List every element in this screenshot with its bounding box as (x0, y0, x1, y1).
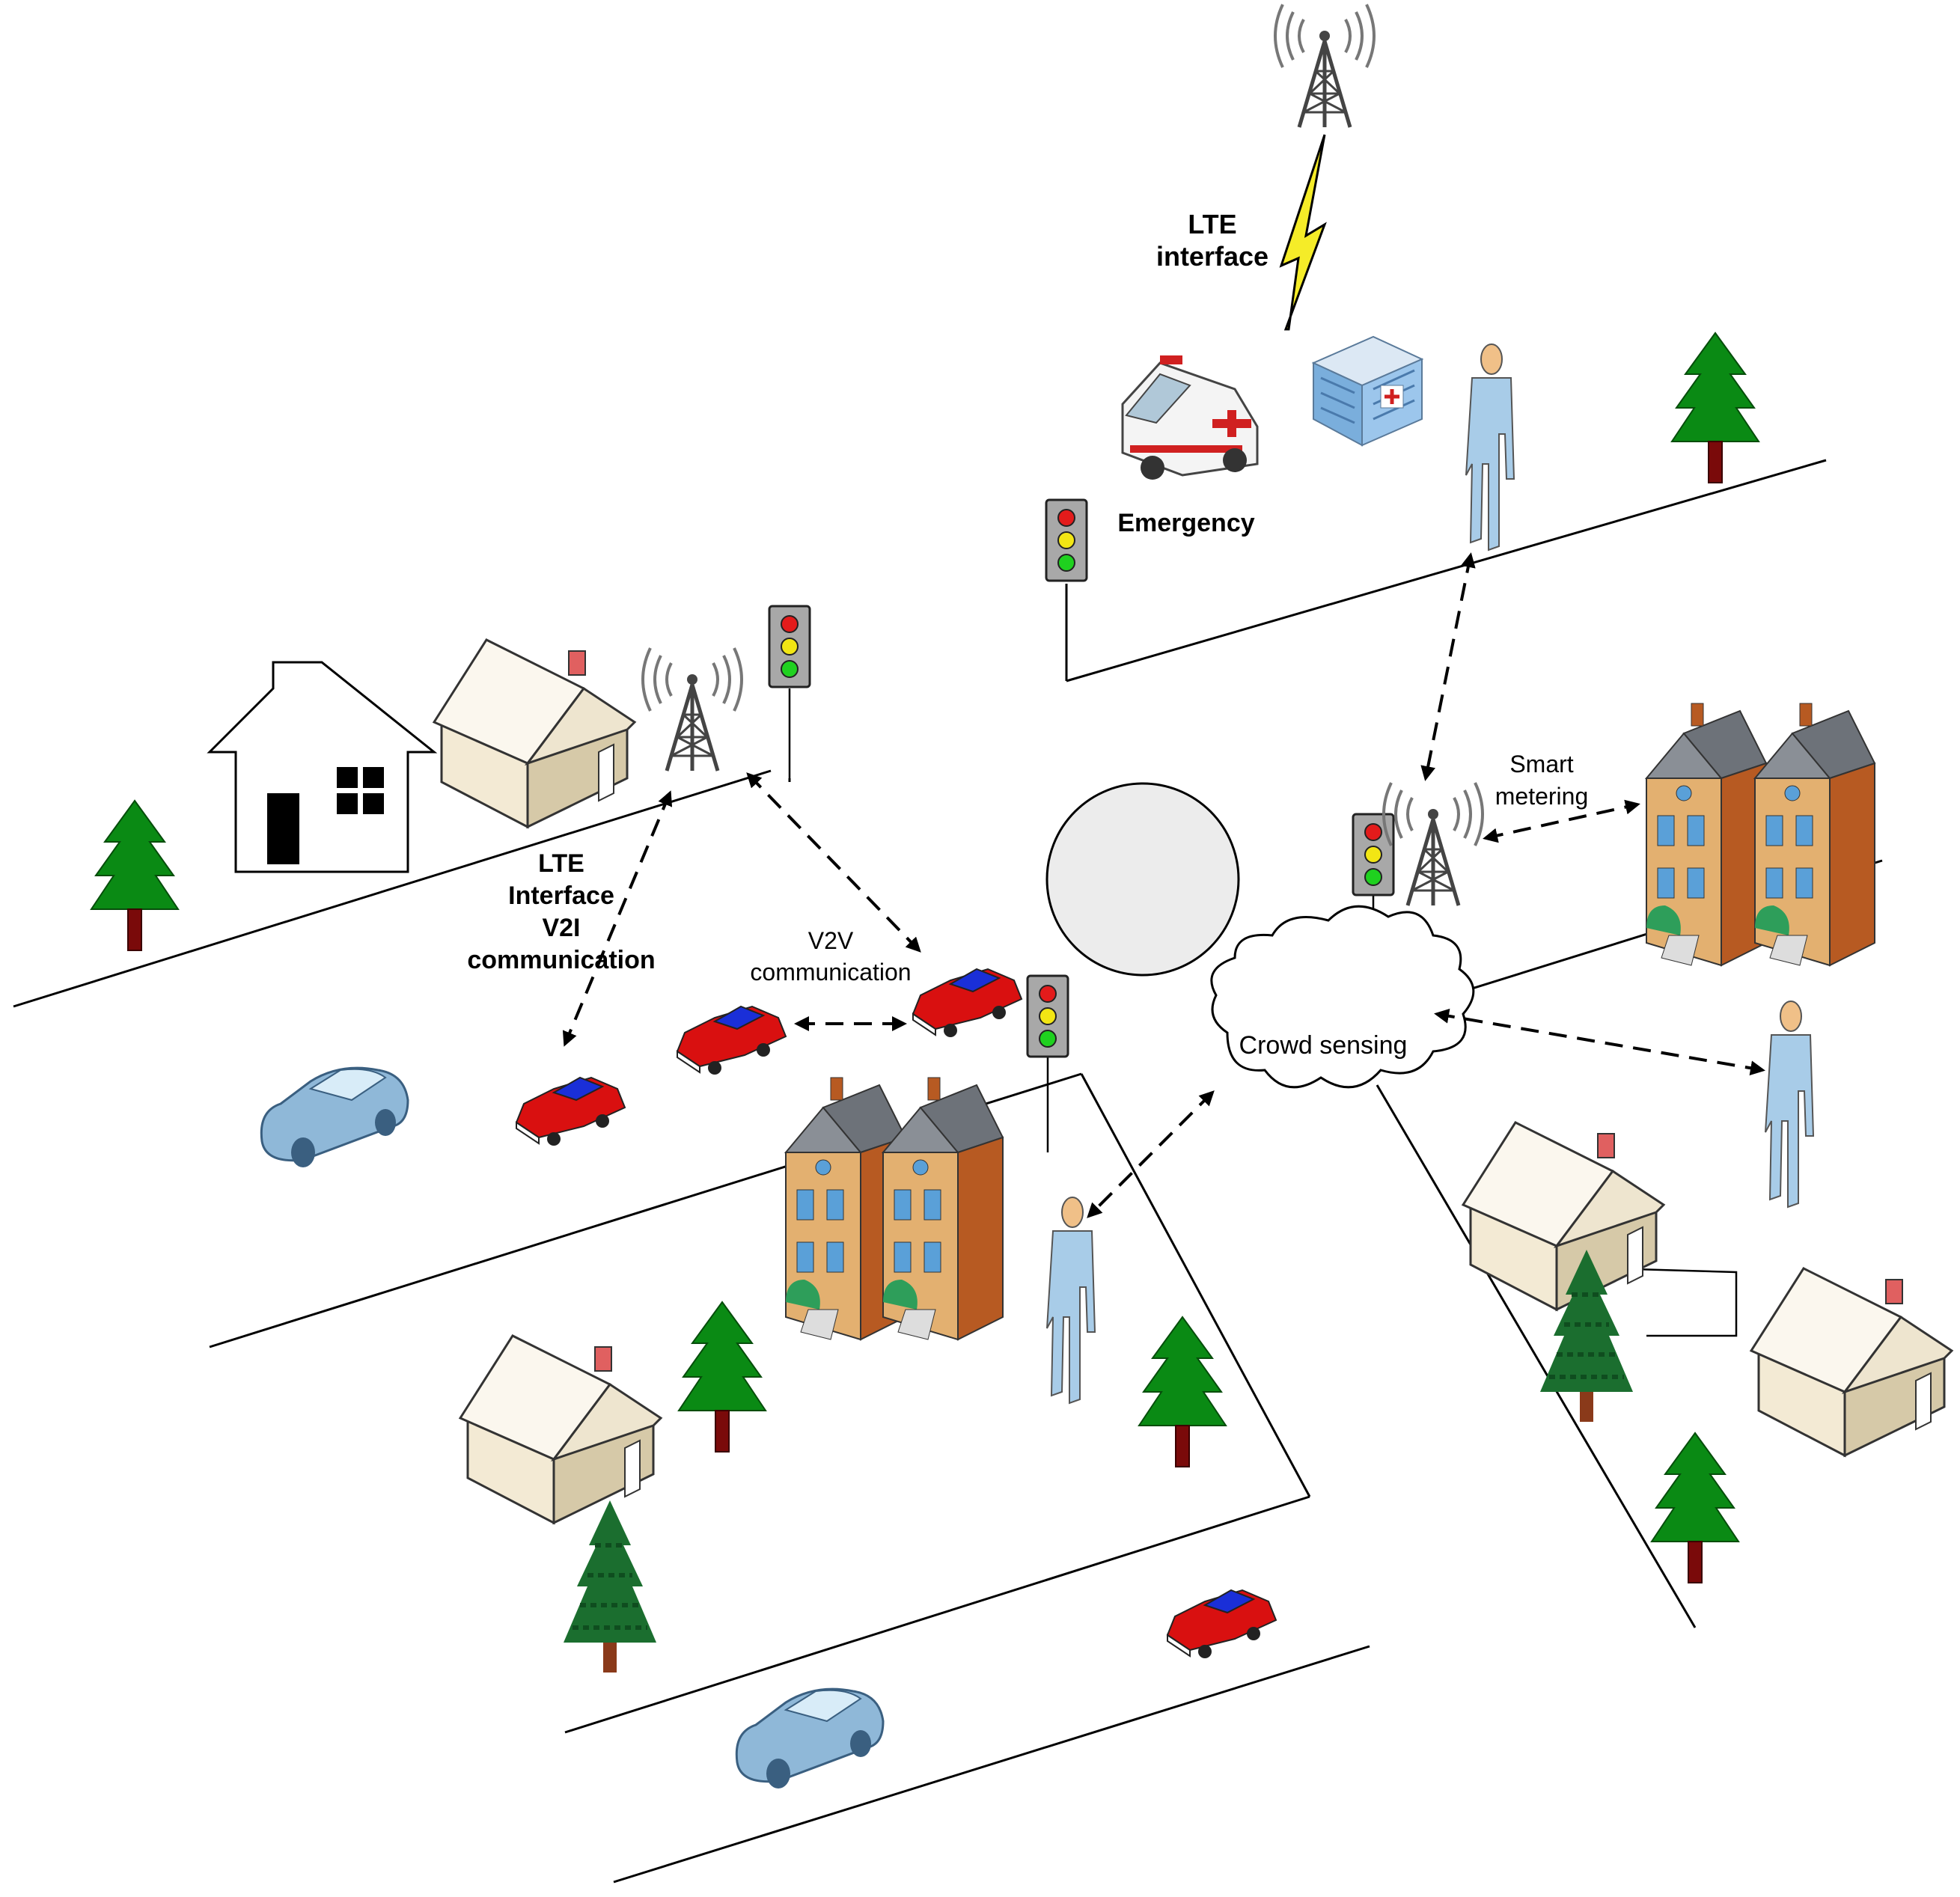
cell-tower-icon-left (643, 648, 742, 771)
blue-sedan-icon-bottom (735, 1687, 885, 1790)
tree-icon-bottom-right (1651, 1432, 1739, 1583)
cloud-icon: Crowd sensing (1210, 905, 1475, 1089)
traffic-light-icon-left (768, 605, 811, 688)
cell-tower-icon (1275, 4, 1374, 127)
tree-icon-left (91, 800, 179, 951)
emergency-label: Emergency (1117, 509, 1254, 537)
smart-metering-label-line2: metering (1495, 783, 1589, 810)
v2v-label-line1: V2V (808, 927, 854, 954)
person-icon-top (1465, 343, 1515, 551)
person-icon-right (1765, 1001, 1814, 1208)
pine-tree-icon-center (564, 1500, 656, 1673)
crowd-sensing-label: Crowd sensing (1239, 1031, 1408, 1060)
v2v-label-line2: communication (750, 959, 911, 986)
lte-interface-label-line1: LTE (1188, 209, 1236, 239)
lightning-icon (1279, 134, 1327, 331)
communication-arrows (562, 552, 1765, 1218)
ambulance-icon (1121, 355, 1259, 480)
red-car-icon-2 (677, 1006, 787, 1075)
tree-icon-center-2 (1138, 1316, 1227, 1467)
red-car-icon-4 (1167, 1589, 1277, 1659)
lte-v2i-label-line2: Interface (508, 882, 614, 910)
house-icon-bottom-right-2 (1750, 1267, 1953, 1457)
hospital-icon (1311, 335, 1424, 447)
traffic-light-icon-emergency (1045, 498, 1088, 582)
lte-v2i-label-line1: LTE (538, 849, 584, 878)
lte-v2i-label-line4: communication (467, 946, 655, 974)
roads (13, 459, 1883, 1884)
person-icon-center (1046, 1197, 1096, 1404)
roundabout-icon (1045, 782, 1240, 977)
traffic-light-icon-right (1352, 813, 1395, 896)
lte-v2i-label-line3: V2I (542, 914, 580, 942)
house-icon-center (459, 1334, 662, 1524)
blue-sedan-icon-left (260, 1066, 409, 1169)
traffic-light-icon-center (1026, 974, 1069, 1058)
townhouse-icon-center-2 (882, 1077, 1004, 1340)
tree-icon-center-1 (678, 1301, 766, 1452)
house-outline-icon (207, 661, 438, 873)
tree-icon-top-right (1671, 332, 1759, 483)
lte-interface-label-line2: interface (1156, 241, 1268, 272)
smart-metering-label-line1: Smart (1509, 751, 1573, 778)
red-car-icon-3 (516, 1077, 626, 1146)
house-icon-left (433, 638, 636, 828)
townhouse-icon-right-1 (1646, 703, 1767, 966)
townhouse-icon-right-2 (1754, 703, 1875, 966)
cell-tower-icon-right (1384, 783, 1483, 905)
red-car-icon-1 (912, 968, 1022, 1038)
